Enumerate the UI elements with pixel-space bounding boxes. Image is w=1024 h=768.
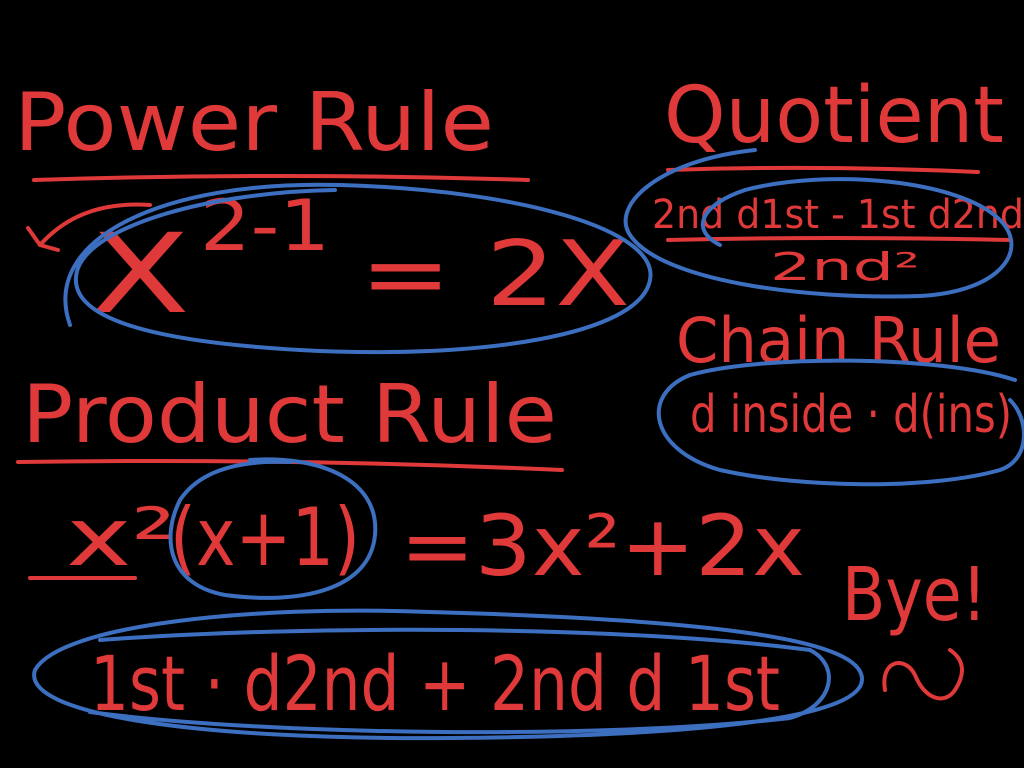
quotient-section: Quotient 2nd d1st - 1st d2nd 2nd² xyxy=(623,71,1024,299)
power-rule-circle xyxy=(63,182,653,355)
power-rule-section: Power Rule X 2-1 = 2X xyxy=(14,76,653,355)
chain-rule-circle xyxy=(656,358,1024,487)
product-rule-result: =3x²+2x xyxy=(400,497,805,595)
chain-rule-formula: d inside · d(ins) xyxy=(690,385,1012,445)
sign-off-section: Bye! xyxy=(842,552,987,701)
chain-rule-section: Chain Rule d inside · d(ins) xyxy=(656,304,1024,487)
power-rule-result: = 2X xyxy=(360,222,630,327)
product-rule-factor-b-circle xyxy=(168,457,378,600)
product-rule-formula-circle xyxy=(32,608,865,741)
product-rule-section: Product Rule x² (x+1) =3x²+2x 1st · d2nd… xyxy=(16,368,865,741)
quotient-heading: Quotient xyxy=(664,71,1004,161)
quotient-underline xyxy=(666,165,980,174)
smile-squiggle-icon xyxy=(882,648,964,701)
product-rule-heading: Product Rule xyxy=(22,368,557,461)
quotient-denominator: 2nd² xyxy=(770,245,920,289)
power-rule-underline xyxy=(32,174,530,182)
back-arrow-icon xyxy=(26,202,152,252)
power-rule-exponent: 2-1 xyxy=(200,185,330,267)
power-rule-base: X xyxy=(90,210,190,338)
quotient-circle xyxy=(623,148,1014,299)
product-rule-factor-b: (x+1) xyxy=(170,491,360,584)
product-rule-factor-a: x² xyxy=(66,491,176,584)
product-rule-formula: 1st · d2nd + 2nd d 1st xyxy=(90,639,780,728)
sign-off-text: Bye! xyxy=(842,552,987,638)
quotient-fraction-bar xyxy=(666,236,1012,242)
power-rule-heading: Power Rule xyxy=(14,76,494,169)
